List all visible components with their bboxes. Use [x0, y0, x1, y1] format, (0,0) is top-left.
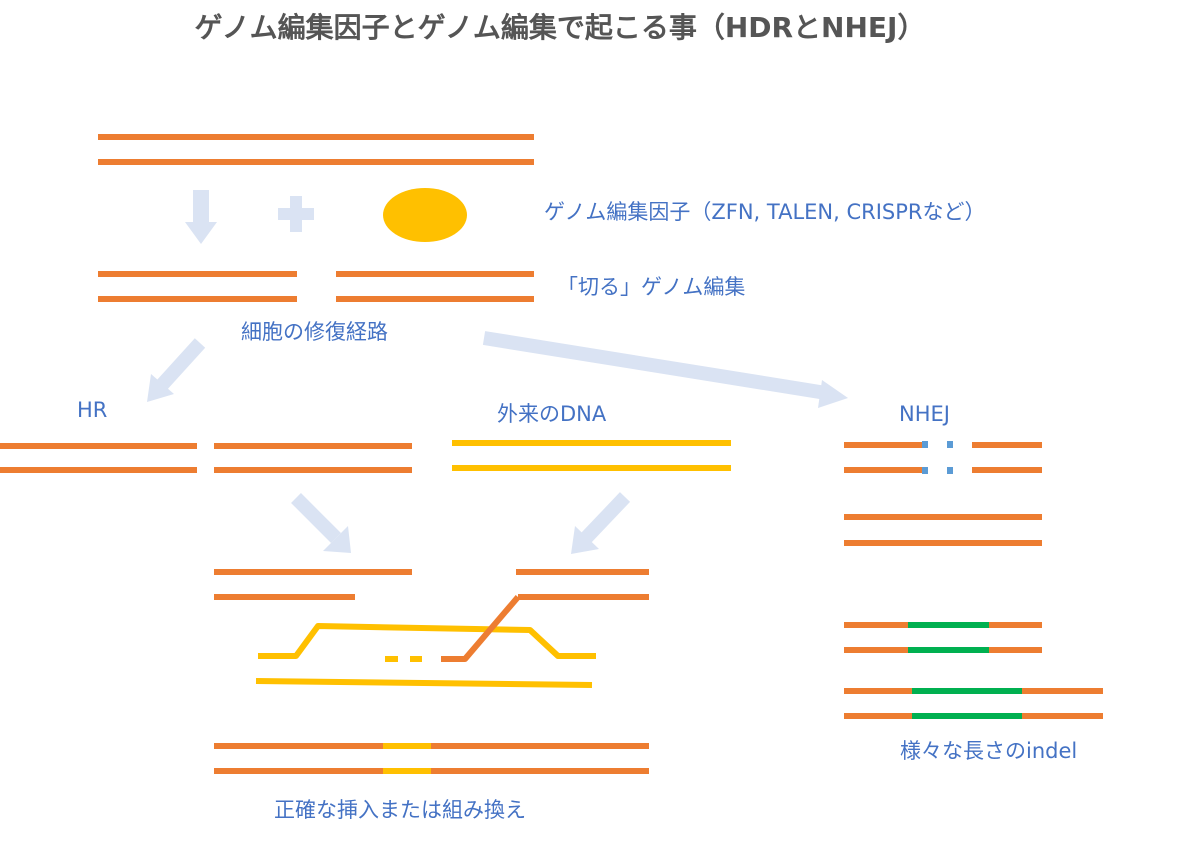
page-title: ゲノム編集因子とゲノム編集で起こる事（HDRとNHEJ）: [194, 11, 926, 44]
hr-broken-dna: [0, 443, 412, 473]
nhej-repaired-dna: [844, 514, 1042, 546]
editing-factor-ellipse: [383, 188, 467, 242]
hr-product-dna: [214, 743, 649, 774]
precise-insertion-label: 正確な挿入または組み換え: [274, 798, 526, 822]
nhej-label: NHEJ: [899, 402, 950, 426]
foreign-dna-label: 外来のDNA: [497, 402, 607, 426]
nhej-short-indel-dna: [844, 622, 1042, 653]
editing-factor-label: ゲノム編集因子（ZFN, TALEN, CRISPRなど）: [544, 200, 986, 224]
cut-editing-label: 「切る」ゲノム編集: [557, 275, 746, 299]
arrow-foreign-to-recombination-icon: [571, 492, 631, 554]
intact-dna: [98, 134, 534, 165]
nhej-long-indel-dna: [844, 688, 1103, 719]
recombination-intermediate: [214, 569, 649, 688]
down-arrow-icon: [185, 190, 217, 244]
arrow-hr-to-recombination-icon: [291, 493, 351, 553]
arrow-to-nhej-icon: [482, 331, 848, 408]
repair-pathway-label: 細胞の修復経路: [241, 320, 388, 344]
indel-label: 様々な長さのindel: [900, 739, 1078, 763]
hr-label: HR: [77, 398, 108, 422]
foreign-dna: [452, 440, 731, 471]
cut-dna: [98, 271, 534, 302]
nhej-break-dna: [844, 441, 1042, 474]
plus-icon: [278, 196, 314, 232]
arrow-to-hr-icon: [147, 338, 206, 402]
